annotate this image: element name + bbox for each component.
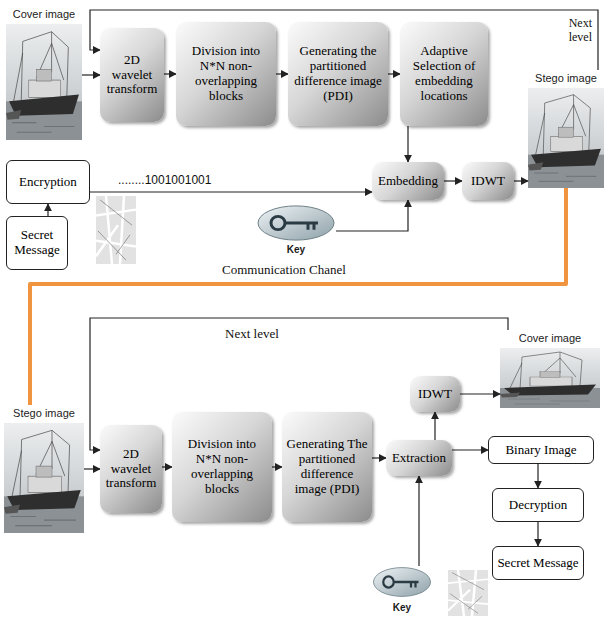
data-box: Binary Image (488, 436, 594, 464)
flow-arrow (388, 73, 400, 74)
node-text: Embedding (376, 174, 440, 189)
process-box: IDWT (410, 376, 460, 412)
process-box: Division into N*N non-overlapping blocks (172, 412, 272, 522)
node-text: 2D wavelet transform (104, 53, 160, 98)
key-icon (374, 568, 431, 597)
flow-arrow (47, 204, 48, 216)
process-box: Division into N*N non-overlapping blocks (176, 22, 276, 126)
image-panel: Stego image (528, 70, 604, 188)
data-box: Decryption (492, 488, 584, 522)
key-symbol: Key (256, 204, 336, 256)
image-panel: Cover image (6, 6, 82, 140)
map-thumbnail (448, 570, 488, 616)
data-box: Encryption (6, 160, 90, 204)
flow-arrow (336, 200, 408, 231)
annotation-label: ........1001001001 (118, 173, 211, 187)
node-text: Encryption (11, 175, 85, 190)
process-box: Adaptive Selection of embedding location… (400, 22, 488, 126)
flow-arrow (444, 180, 462, 181)
node-text: IDWT (414, 387, 456, 402)
stego-photo (4, 423, 84, 533)
flow-arrow (82, 74, 100, 75)
flow-arrow (514, 180, 528, 181)
node-text: Stego image (4, 406, 84, 420)
process-box: Generating the partitioned difference im… (288, 22, 388, 126)
annotation-label: Communication Chanel (222, 262, 346, 278)
node-text: Division into N*N non-overlapping blocks (180, 44, 272, 104)
flow-arrow (407, 126, 408, 162)
node-text: Cover image (500, 331, 600, 345)
node-text: Stego image (528, 71, 604, 85)
flow-arrow (164, 73, 176, 74)
image-panel: Cover image (500, 330, 600, 408)
flow-arrow (162, 466, 172, 467)
map-thumbnail (96, 196, 136, 264)
process-box: 2D wavelet transform (100, 28, 164, 122)
process-box: Embedding (372, 162, 444, 200)
node-text: Key (256, 244, 336, 256)
process-box: Generating The partitioned difference im… (282, 412, 372, 522)
flow-arrow (272, 466, 282, 467)
flow-arrow (84, 468, 100, 469)
channel-line (30, 188, 566, 405)
flow-arrow (537, 522, 538, 546)
node-text: Adaptive Selection of embedding location… (404, 44, 484, 104)
image-panel: Stego image (4, 405, 84, 533)
cover-photo (6, 24, 82, 140)
cover-photo (500, 348, 600, 408)
process-box: Extraction (386, 440, 452, 476)
flow-arrow (452, 449, 488, 450)
node-text: Cover image (6, 7, 82, 21)
process-box: 2D wavelet transform (100, 425, 162, 513)
node-text: Binary Image (493, 443, 589, 458)
flow-arrow (460, 393, 500, 394)
flow-arrow (418, 476, 419, 566)
stego-photo (528, 88, 604, 188)
annotation-label: Next level (225, 326, 279, 342)
node-text: Generating the partitioned difference im… (292, 44, 384, 104)
node-text: Key (372, 602, 432, 614)
node-text: Division into N*N non-overlapping blocks (176, 437, 268, 497)
flow-arrow (537, 464, 538, 488)
process-box: IDWT (462, 162, 514, 200)
flow-arrow (372, 457, 386, 458)
data-box: Secret Message (492, 546, 584, 580)
flow-arrow (276, 73, 288, 74)
node-text: Decryption (497, 498, 579, 513)
flow-arrow (434, 412, 435, 440)
data-box: Secret Message (6, 216, 68, 270)
node-text: Secret Message (11, 228, 63, 258)
key-icon (258, 206, 334, 240)
node-text: Extraction (390, 451, 448, 466)
annotation-label: Next level (552, 16, 592, 45)
key-symbol: Key (372, 566, 432, 614)
node-text: 2D wavelet transform (104, 447, 158, 492)
node-text: Secret Message (497, 556, 579, 571)
node-text: IDWT (466, 174, 510, 189)
flow-arrow (90, 191, 372, 192)
node-text: Generating The partitioned difference im… (286, 437, 368, 497)
